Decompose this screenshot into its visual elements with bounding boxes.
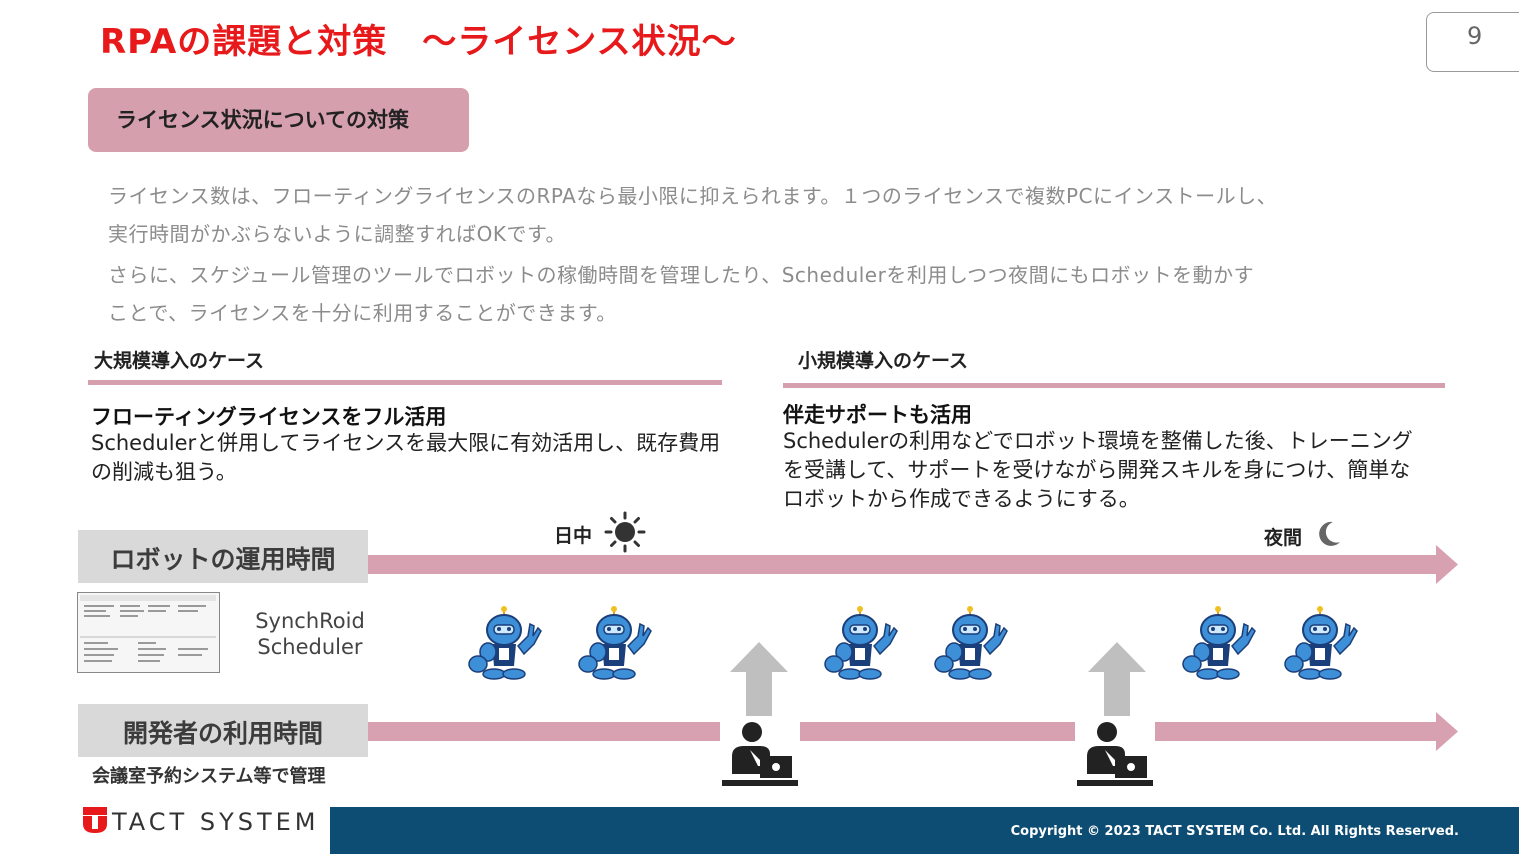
day-label: 日中 [554,525,593,547]
page-title: RPAの課題と対策 ～ライセンス状況～ [100,22,737,62]
scheduler-screenshot [77,592,220,673]
up-arrow-icon [730,642,788,716]
small-case-body: Schedulerの利用などでロボット環境を整備した後、トレーニングを受講して、… [783,429,1413,511]
robot-mascot-icon [578,606,652,680]
robot-mascot-icon [468,606,542,680]
sun-icon [604,511,646,553]
small-case-heading: 伴走サポートも活用 [783,403,972,427]
robot-mascot-icon [1182,606,1256,680]
robot-mascot-icon [824,606,898,680]
developer-usage-label: 開発者の利用時間 [78,704,368,757]
page-number: 9 [1426,12,1519,72]
scheduler-name: SynchRoid Scheduler [255,609,365,659]
large-case-divider [88,380,722,385]
person-at-laptop-icon [720,716,800,790]
tact-logo-icon [83,807,107,833]
developer-timeline-arrow [368,712,1458,751]
large-case-body: Schedulerと併用してライセンスを最大限に有効活用し、既存費用の削減も狙う… [91,431,721,484]
person-at-laptop-icon [1075,716,1155,790]
large-case-heading: フローティングライセンスをフル活用 [91,405,447,429]
intro-paragraph-1: ライセンス数は、フローティングライセンスのRPAなら最小限に抑えられます。１つの… [108,184,1278,246]
large-case-title: 大規模導入のケース [94,350,265,372]
footer-bar: Copyright © 2023 TACT SYSTEM Co. Ltd. Al… [330,807,1519,854]
robot-operation-label: ロボットの運用時間 [78,530,368,583]
robot-mascot-icon [934,606,1008,680]
copyright-text: Copyright © 2023 TACT SYSTEM Co. Ltd. Al… [1010,824,1459,839]
night-label: 夜間 [1264,527,1303,549]
small-case-title: 小規模導入のケース [798,350,969,372]
moon-icon [1319,521,1340,546]
small-case-divider [783,383,1445,388]
scheduler-screenshot-graphic [80,595,216,662]
robot-mascot-icon [1284,606,1358,680]
company-logo-text: TACT SYSTEM [112,808,320,836]
section-subheading: ライセンス状況についての対策 [88,88,469,152]
robot-timeline-arrow [368,545,1458,584]
up-arrow-icon [1088,642,1146,716]
developer-note: 会議室予約システム等で管理 [92,766,326,787]
intro-paragraph-2: さらに、スケジュール管理のツールでロボットの稼働時間を管理したり、Schedul… [108,263,1255,325]
